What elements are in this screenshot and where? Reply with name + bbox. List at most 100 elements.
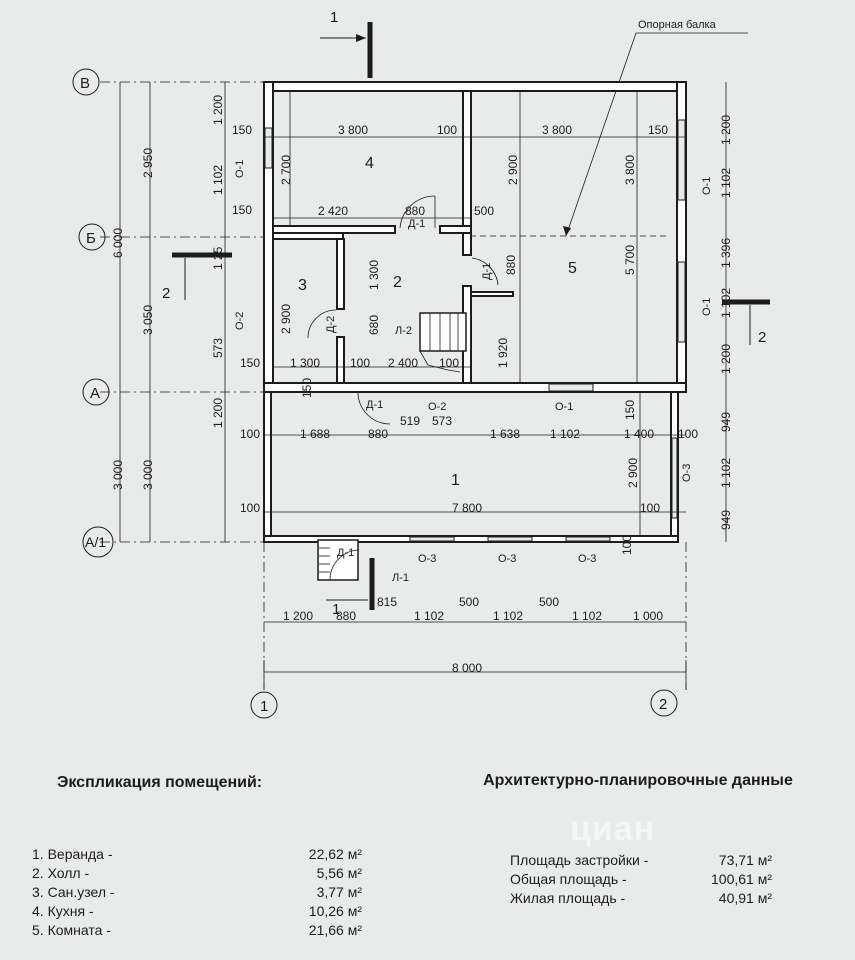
axis-2: 2 <box>659 696 667 713</box>
svg-text:1 000: 1 000 <box>633 609 663 623</box>
svg-text:1 400: 1 400 <box>624 427 654 441</box>
svg-text:Д-1: Д-1 <box>366 399 383 411</box>
dimension-lines <box>100 81 727 690</box>
svg-text:О-3: О-3 <box>498 553 516 565</box>
svg-text:150: 150 <box>240 356 260 370</box>
svg-text:5 700: 5 700 <box>623 245 637 275</box>
arch-data-list: Площадь застройки - 73,71 м² Общая площа… <box>510 852 772 909</box>
svg-text:100: 100 <box>240 427 260 441</box>
svg-text:500: 500 <box>459 595 479 609</box>
svg-text:2 900: 2 900 <box>506 155 520 185</box>
svg-text:1 396: 1 396 <box>719 238 733 268</box>
list-item: 4. Кухня - 10,26 м² <box>32 903 362 922</box>
list-item: 2. Холл - 5,56 м² <box>32 865 362 884</box>
list-item: Жилая площадь - 40,91 м² <box>510 890 772 909</box>
svg-text:880: 880 <box>336 609 356 623</box>
svg-text:150: 150 <box>623 400 637 420</box>
svg-text:1 102: 1 102 <box>414 609 444 623</box>
svg-text:949: 949 <box>719 510 733 530</box>
room-5: 5 <box>568 260 577 277</box>
list-item: Общая площадь - 100,61 м² <box>510 871 772 890</box>
room-name: 5. Комната - <box>32 922 111 938</box>
list-item: 5. Комната - 21,66 м² <box>32 922 362 941</box>
room-name: 1. Веранда - <box>32 846 113 862</box>
svg-text:150: 150 <box>232 123 252 137</box>
svg-text:3 800: 3 800 <box>542 123 572 137</box>
room-area: 10,26 м² <box>308 903 362 919</box>
element-labels: Д-1 Д-1 Д-1 Л-1 Л-2 О-2 О-1 О-3 О-3 О-3 … <box>234 160 713 584</box>
explication-title: Экспликация помещений: <box>57 774 263 791</box>
svg-text:1 300: 1 300 <box>290 356 320 370</box>
svg-text:7 800: 7 800 <box>452 501 482 515</box>
svg-text:О-3: О-3 <box>681 464 693 482</box>
svg-text:1 200: 1 200 <box>211 95 225 125</box>
section-marker-1-bottom: 1 <box>326 558 375 618</box>
windows <box>264 119 686 542</box>
staircase-l2 <box>419 312 467 373</box>
room-2: 2 <box>393 274 402 291</box>
svg-text:1 102: 1 102 <box>493 609 523 623</box>
axis-markers: В Б А А/1 1 2 <box>72 68 678 719</box>
svg-text:680: 680 <box>367 315 381 335</box>
svg-text:2 900: 2 900 <box>279 304 293 334</box>
svg-text:О-1: О-1 <box>234 160 246 178</box>
svg-text:2: 2 <box>162 285 170 302</box>
svg-text:2: 2 <box>758 329 766 346</box>
svg-text:100: 100 <box>240 501 260 515</box>
room-1: 1 <box>451 472 460 489</box>
svg-text:100: 100 <box>678 427 698 441</box>
room-area: 5,56 м² <box>316 865 362 881</box>
svg-text:3 000: 3 000 <box>141 460 155 490</box>
svg-text:815: 815 <box>377 595 397 609</box>
svg-text:949: 949 <box>719 412 733 432</box>
svg-text:150: 150 <box>300 378 314 398</box>
svg-text:500: 500 <box>474 204 494 218</box>
svg-text:2 700: 2 700 <box>279 155 293 185</box>
svg-text:150: 150 <box>648 123 668 137</box>
staircase-l1 <box>317 539 359 581</box>
section-marker-2-right: 2 <box>722 299 770 346</box>
svg-text:1 200: 1 200 <box>719 344 733 374</box>
svg-text:100: 100 <box>620 535 634 555</box>
list-item: 1. Веранда - 22,62 м² <box>32 846 362 865</box>
metric-name: Общая площадь - <box>510 871 627 887</box>
svg-text:1 200: 1 200 <box>211 398 225 428</box>
svg-text:1 25: 1 25 <box>211 246 225 270</box>
axis-b: Б <box>86 230 96 247</box>
watermark: циан <box>570 810 656 848</box>
svg-text:3 800: 3 800 <box>338 123 368 137</box>
svg-text:880: 880 <box>504 255 518 275</box>
svg-text:О-1: О-1 <box>701 177 713 195</box>
svg-text:1 638: 1 638 <box>490 427 520 441</box>
walls <box>263 81 687 543</box>
svg-text:Л-1: Л-1 <box>392 572 409 584</box>
svg-text:6 000: 6 000 <box>111 228 125 258</box>
svg-text:2 900: 2 900 <box>626 458 640 488</box>
svg-text:1 102: 1 102 <box>550 427 580 441</box>
svg-text:100: 100 <box>437 123 457 137</box>
svg-text:О-2: О-2 <box>428 401 446 413</box>
room-numbers: 4 3 2 5 1 <box>298 155 577 489</box>
room-area: 3,77 м² <box>316 884 362 900</box>
list-item: 3. Сан.узел - 3,77 м² <box>32 884 362 903</box>
dimension-texts: 3 800 3 800 100 150 150 150 2 420 880 50… <box>111 95 733 675</box>
axis-1: 1 <box>260 698 268 715</box>
room-name: 3. Сан.узел - <box>32 884 115 900</box>
door-swings <box>307 195 499 425</box>
svg-text:О-1: О-1 <box>555 401 573 413</box>
svg-text:2 400: 2 400 <box>388 356 418 370</box>
metric-value: 73,71 м² <box>718 852 772 868</box>
section-marker-1: 1 <box>320 9 373 78</box>
room-name: 4. Кухня - <box>32 903 94 919</box>
svg-text:3 800: 3 800 <box>623 155 637 185</box>
svg-text:100: 100 <box>350 356 370 370</box>
svg-text:500: 500 <box>539 595 559 609</box>
metric-value: 40,91 м² <box>718 890 772 906</box>
svg-text:1 102: 1 102 <box>572 609 602 623</box>
section-label-1: 1 <box>330 9 338 26</box>
room-4: 4 <box>365 155 374 172</box>
svg-text:О-1: О-1 <box>701 298 713 316</box>
support-beam-callout: Опорная балка <box>470 19 748 237</box>
svg-text:100: 100 <box>439 356 459 370</box>
svg-text:1 200: 1 200 <box>719 115 733 145</box>
